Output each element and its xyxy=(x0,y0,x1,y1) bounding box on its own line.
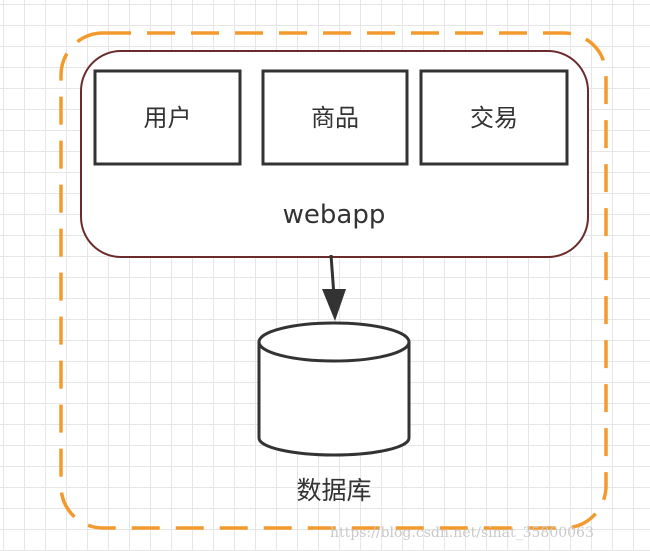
module-box-goods xyxy=(261,69,409,166)
database-cylinder-body xyxy=(257,342,411,457)
database-label: 数据库 xyxy=(296,476,372,505)
module-label-trade: 交易 xyxy=(470,104,518,132)
module-box-user xyxy=(93,69,242,166)
module-label-user: 用户 xyxy=(143,104,192,132)
arrow-head xyxy=(322,289,346,321)
outer-container-border xyxy=(59,31,608,530)
module-box-trade xyxy=(419,69,569,166)
module-label-goods: 商品 xyxy=(311,104,359,132)
webapp-label: webapp xyxy=(282,200,386,230)
watermark-text: https://blog.csdn.net/sinat_35800063 xyxy=(330,525,594,541)
database-cylinder-top xyxy=(257,321,411,363)
